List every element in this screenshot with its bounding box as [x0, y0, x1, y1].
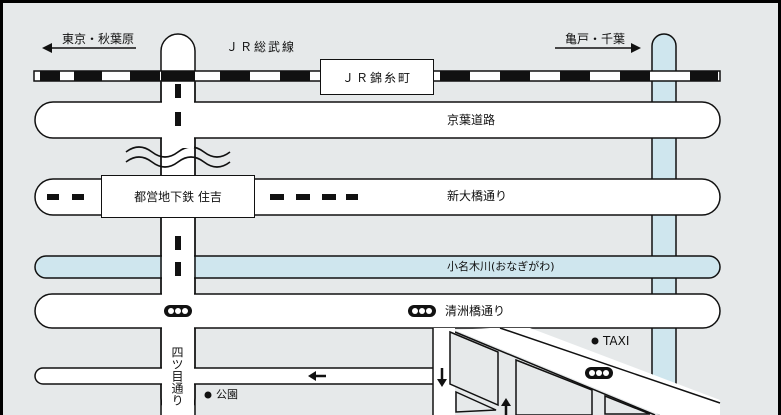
label-keiyo-road: 京葉道路 — [447, 113, 496, 127]
station-jr-kinshicho: ＪＲ錦糸町 — [320, 59, 434, 95]
signal-icon — [164, 305, 192, 317]
signal-icon — [408, 305, 436, 317]
lower-road — [34, 367, 456, 385]
wavy-break-icon — [125, 146, 231, 168]
label-onagi-river: 小名木川(おなぎがわ) — [447, 260, 555, 273]
station-jr-kinshicho-label: ＪＲ錦糸町 — [341, 70, 412, 85]
label-shin-ohashi: 新大橋通り — [447, 189, 508, 203]
onagi-river — [34, 255, 721, 279]
marker-dot-icon — [204, 391, 212, 399]
station-subway-sumiyoshi-label: 都営地下鉄 住吉 — [134, 190, 222, 204]
station-subway-sumiyoshi: 都営地下鉄 住吉 — [101, 175, 255, 218]
kiyosu-bashi-road — [34, 293, 721, 329]
label-jr-sobu-line: ＪＲ総武線 — [226, 40, 297, 54]
arrow-right-icon — [555, 43, 641, 53]
subway-line-vertical — [175, 84, 181, 276]
label-dir-east: 亀戸・千葉 — [565, 32, 626, 46]
label-dir-west: 東京・秋葉原 — [62, 32, 135, 46]
canal-vertical — [651, 33, 677, 415]
arrow-down-icon — [437, 368, 447, 387]
label-kiyosu-bashi: 清洲橋通り — [445, 304, 506, 318]
label-yotsume-dori: 四ツ目通り — [170, 346, 184, 406]
label-taxi: TAXI — [603, 334, 630, 348]
label-park: 公園 — [216, 388, 238, 401]
keiyo-road — [34, 101, 721, 139]
building-blocks — [449, 330, 651, 415]
signal-icon — [585, 367, 613, 379]
arrow-up-icon — [501, 398, 511, 415]
arrow-left-icon — [308, 371, 326, 381]
marker-dot-icon — [591, 337, 599, 345]
arrow-left-icon — [42, 43, 136, 53]
subway-line-horizontal — [47, 194, 358, 200]
